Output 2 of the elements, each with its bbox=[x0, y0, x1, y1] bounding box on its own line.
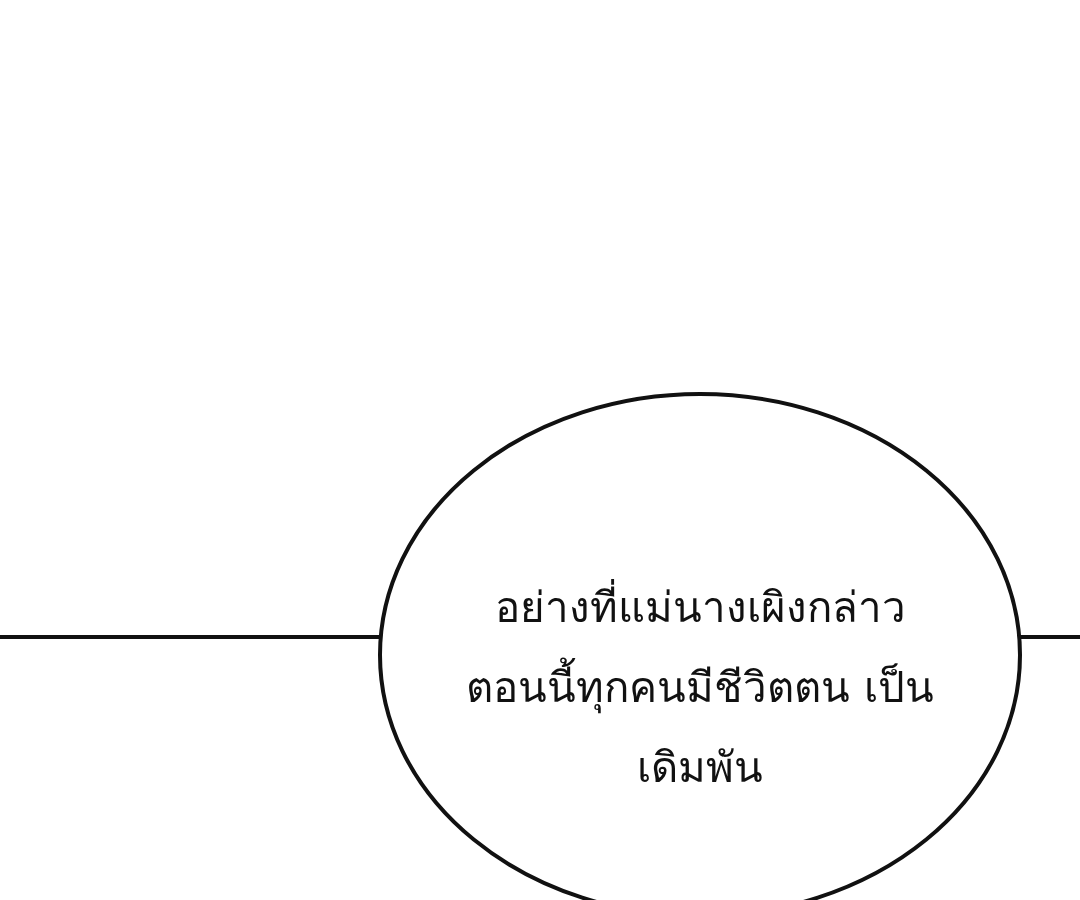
speech-bubble bbox=[378, 392, 1022, 900]
dialogue-text: อย่างที่แม่นางเผิงกล่าว ตอนนี้ทุกคนมีชีวิตตน เป็นเดิมพัน bbox=[450, 568, 950, 808]
